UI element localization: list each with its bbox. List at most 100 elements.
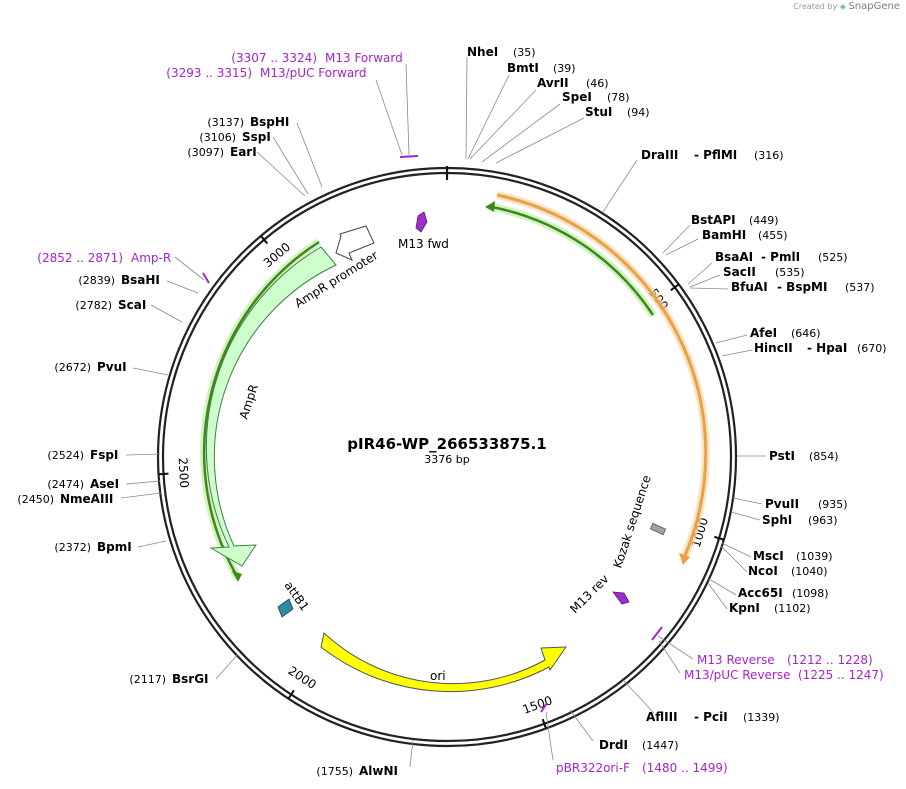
orf-inner-arrowhead xyxy=(485,201,495,212)
site-name-drdi: DrdI xyxy=(599,738,628,752)
site-name-spei: SpeI xyxy=(562,90,592,104)
leader-drdi xyxy=(569,709,594,742)
leader-m13puc-forward xyxy=(405,63,410,156)
site-name-bpmi: BpmI xyxy=(97,540,132,554)
scale-tick-1500 xyxy=(541,718,548,729)
scale-tick-label-2000: 2000 xyxy=(286,663,319,691)
leader-m13-forward xyxy=(375,79,403,156)
site-name-bsrgi: BsrGI xyxy=(172,672,209,686)
site-name-alwni: AlwNI xyxy=(359,764,398,778)
leader-amp-r xyxy=(174,256,205,281)
orf-outer-glow xyxy=(496,191,710,560)
leader-spei xyxy=(481,103,561,163)
site-name-kpni: KpnI xyxy=(729,601,760,615)
site-leaders xyxy=(120,56,766,768)
primer-name-m13-reverse: M13 Reverse xyxy=(697,653,775,667)
site-pos-pvuii: (935) xyxy=(818,498,848,511)
site-name-pvui: PvuI xyxy=(97,360,127,374)
site-pos-spei: (78) xyxy=(607,91,630,104)
kozak-label: Kozak sequence xyxy=(611,473,654,569)
site-name-psti: PstI xyxy=(769,449,795,463)
leader-bstapi xyxy=(662,224,691,254)
site-name-bsphi: BspHI xyxy=(250,115,289,129)
site-pos-ncoi: (1040) xyxy=(791,565,828,578)
leader-pvui xyxy=(132,367,169,376)
site-name-nhei: NheI xyxy=(467,45,498,59)
site-pos-fspi: (2524) xyxy=(47,449,84,462)
site-pos-bsrgi: (2117) xyxy=(129,673,166,686)
site-name-sacii: SacII xyxy=(723,265,756,279)
leader-pbr322 xyxy=(545,711,554,761)
site-pos-msci: (1039) xyxy=(796,550,833,563)
site-pos-scai: (2782) xyxy=(75,299,112,312)
site-pos-nhei: (35) xyxy=(513,46,536,59)
kozak-feature xyxy=(649,522,667,536)
scale-tick-500 xyxy=(670,283,680,292)
plasmid-length: 3376 bp xyxy=(424,453,469,466)
primer-range-m13puc-forward: (3293 .. 3315) xyxy=(166,66,252,80)
leader-m13-reverse xyxy=(657,635,694,660)
site-pos-kpni: (1102) xyxy=(774,602,811,615)
site-pos-bpmi: (2372) xyxy=(54,541,91,554)
leader-m13puc-reverse xyxy=(658,640,681,674)
site-pos-sacii: (535) xyxy=(775,266,805,279)
site-name-eari: EarI xyxy=(230,145,257,159)
site-name2-hpai: HpaI xyxy=(816,341,847,355)
primer-name-pbr322ori-f: pBR322ori-F xyxy=(556,761,630,775)
attb1-feature xyxy=(277,598,294,618)
site-name2-bspmi: BspMI xyxy=(786,280,827,294)
site-name-bmti: BmtI xyxy=(507,61,539,75)
site-name-nmeaiii: NmeAIII xyxy=(60,492,113,506)
ori-label: ori xyxy=(430,669,446,683)
leader-acc65i xyxy=(708,578,737,596)
site-pos-acc65i: (1098) xyxy=(792,587,829,600)
scale-tick-2000 xyxy=(287,689,295,700)
primer-amp-r-mark xyxy=(202,272,210,284)
scale-tick-1000 xyxy=(714,535,725,541)
m13-rev-label: M13 rev xyxy=(567,572,611,616)
site-pos-bstapi: (449) xyxy=(749,214,779,227)
left-orf-arrowhead xyxy=(232,571,242,582)
leader-nmeaiii xyxy=(120,492,162,499)
site-pos-drdi: (1447) xyxy=(642,739,679,752)
leader-hincii xyxy=(721,349,753,357)
primer-name-amp-r: Amp-R xyxy=(131,251,171,265)
site-pos-bsphi: (3137) xyxy=(207,116,244,129)
leader-scai xyxy=(150,304,183,323)
leader-bsrgi xyxy=(215,653,239,680)
leader-msci xyxy=(721,542,752,558)
site-pos-asei: (2474) xyxy=(47,478,84,491)
watermark-prefix: Created by xyxy=(793,2,838,11)
leader-bsaai xyxy=(687,262,713,285)
site-name-sphi: SphI xyxy=(762,513,792,527)
site-pos-psti: (854) xyxy=(809,450,839,463)
site-name2-pmli: PmlI xyxy=(770,250,800,264)
plasmid-name: pIR46-WP_266533875.1 xyxy=(347,435,546,453)
primer-range-m13-reverse: (1212 .. 1228) xyxy=(787,653,873,667)
site-pos-bsahi: (2839) xyxy=(78,274,115,287)
site-name-afliii: AflIII xyxy=(646,710,678,724)
m13-fwd-feature xyxy=(415,211,428,233)
site-name-asei: AseI xyxy=(90,477,119,491)
site-pos-hincii: (670) xyxy=(857,342,887,355)
leader-bsphi xyxy=(296,122,323,188)
leader-ncoi xyxy=(720,545,748,573)
leader-sphi xyxy=(730,511,761,521)
primer-range-pbr322ori-f: (1480 .. 1499) xyxy=(642,761,728,775)
site-name-msci: MscI xyxy=(753,549,784,563)
site-pos-alwni: (1755) xyxy=(316,765,353,778)
leader-avrii xyxy=(469,89,537,160)
site-name-sspi: SspI xyxy=(242,130,271,144)
site-pos-avrii: (46) xyxy=(586,77,609,90)
scale-tick-label-2500: 2500 xyxy=(176,457,192,488)
leader-eari xyxy=(256,151,306,197)
plasmid-backbone xyxy=(156,166,738,748)
leader-bpmi xyxy=(137,540,167,548)
scale-tick-3000 xyxy=(260,235,269,245)
site-name-bamhi: BamHI xyxy=(702,228,746,242)
site-name-bstapi: BstAPI xyxy=(691,213,736,227)
leader-pvuii xyxy=(732,497,763,505)
site-pos-bmti: (39) xyxy=(553,62,576,75)
site-name-bfuai: BfuAI xyxy=(731,280,768,294)
